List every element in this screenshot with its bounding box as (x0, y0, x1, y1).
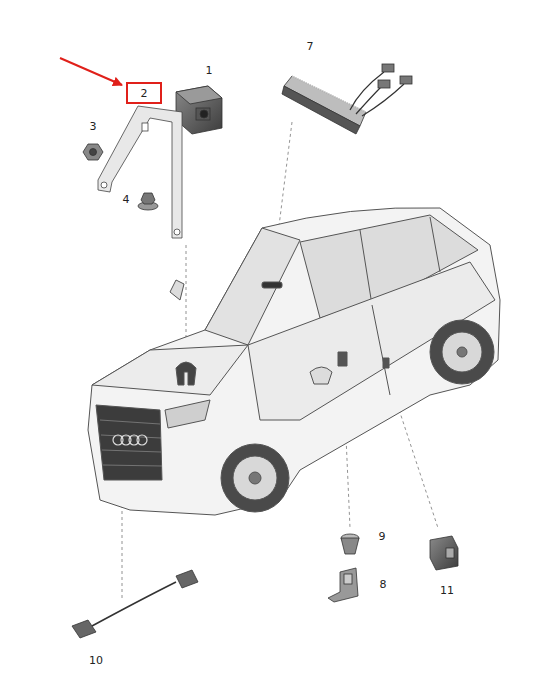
bracket (98, 106, 182, 238)
callout-number: 9 (379, 531, 386, 542)
callout-number: 2 (132, 88, 156, 99)
callout-number: 1 (206, 65, 213, 76)
flange-nut (138, 193, 158, 210)
callout-number: 4 (123, 194, 130, 205)
clip (341, 534, 359, 554)
camera-unit (176, 86, 222, 134)
pointer-arrow (60, 58, 122, 85)
holder (328, 568, 358, 602)
sensor (430, 536, 458, 570)
car-body (88, 208, 500, 515)
callout-number: 8 (380, 579, 387, 590)
callout-number: 3 (90, 121, 97, 132)
nut (83, 144, 103, 160)
wiring-harness (72, 570, 198, 638)
control-module (282, 64, 412, 134)
callout-number: 10 (89, 655, 103, 666)
highlight-box: 2 (126, 82, 162, 104)
callout-number: 7 (307, 41, 314, 52)
callout-number: 11 (440, 585, 454, 596)
